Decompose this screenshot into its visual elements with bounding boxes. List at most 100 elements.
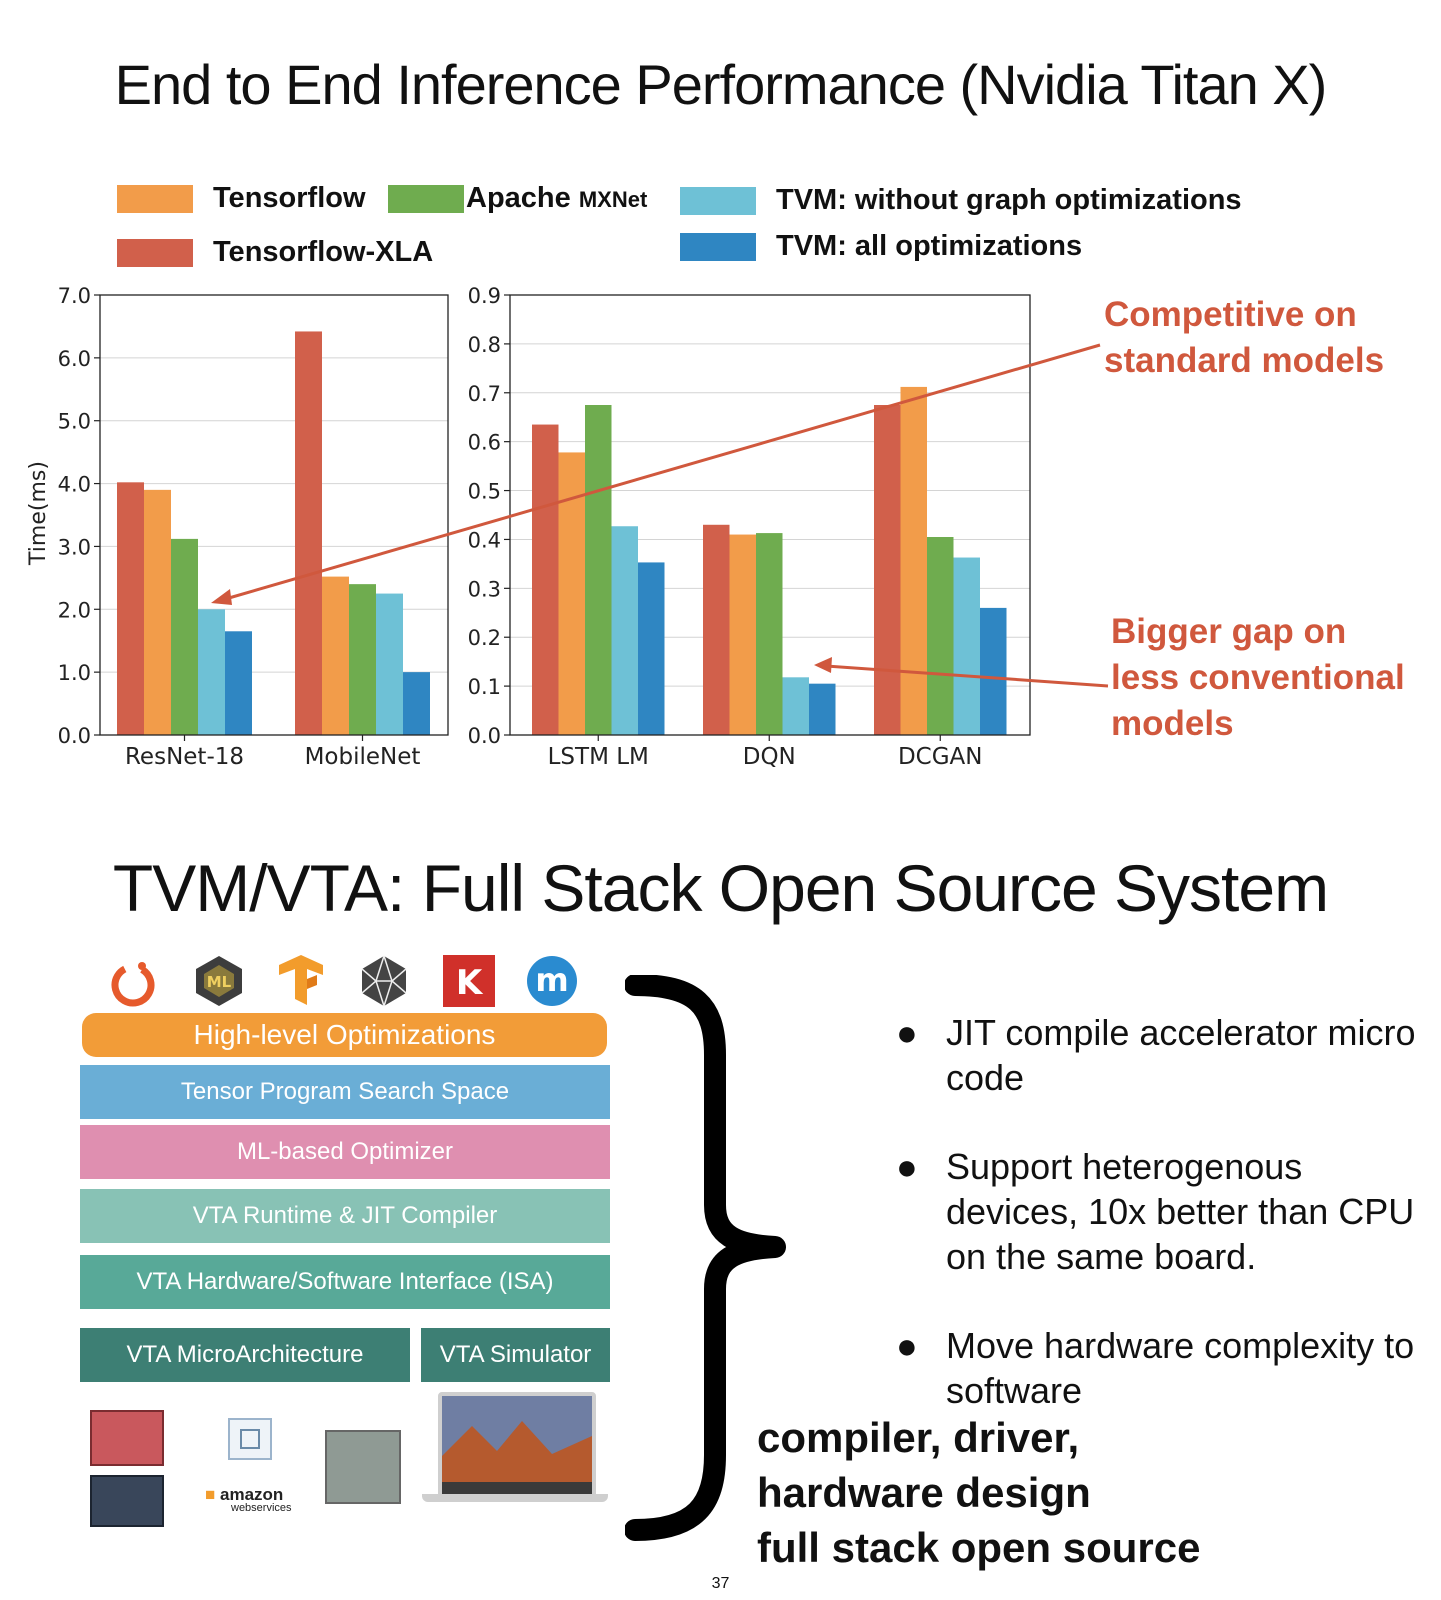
chip-icon <box>228 1418 272 1460</box>
bar <box>585 405 612 735</box>
bar <box>927 537 954 735</box>
y-tick-label: 0.0 <box>58 724 91 748</box>
vta-isa: VTA Hardware/Software Interface (ISA) <box>80 1255 610 1309</box>
bar <box>117 482 144 735</box>
bar <box>756 533 783 735</box>
tensorflow-icon <box>272 952 330 1010</box>
legend-swatch <box>680 186 756 215</box>
fpga-board-image <box>90 1410 164 1466</box>
arrow-competitive <box>221 343 1101 602</box>
arrow-bigger-gap-head <box>814 657 832 673</box>
arrow-bigger-gap <box>825 664 1109 688</box>
mxnet-icon: m <box>523 952 581 1010</box>
keras-icon: K <box>440 952 498 1010</box>
bar <box>225 631 252 735</box>
y-tick-label: 0.7 <box>468 382 501 406</box>
x-tick-label: DQN <box>743 744 796 770</box>
bar <box>729 534 756 735</box>
x-tick-label: DCGAN <box>898 744 983 770</box>
bar <box>349 584 376 735</box>
y-tick-label: 5.0 <box>58 410 91 434</box>
ultra96-board-image <box>90 1475 164 1527</box>
vta-microarchitecture: VTA MicroArchitecture <box>80 1328 410 1382</box>
legend-label: TVM: all optimizations <box>776 230 1083 262</box>
legend-item-tensorflow: Tensorflow <box>117 182 366 215</box>
y-tick-label: 1.0 <box>58 661 91 685</box>
legend-item-xla: Tensorflow-XLA <box>117 236 433 269</box>
y-tick-label: 0.5 <box>468 480 501 504</box>
bullet-item: ●JIT compile accelerator micro code <box>896 1012 1416 1098</box>
bar <box>295 331 322 735</box>
bottom-summary: compiler, driver, hardware design full s… <box>757 1414 1201 1571</box>
curly-brace <box>625 975 786 1541</box>
x-tick-label: ResNet-18 <box>125 744 244 770</box>
legend-swatch <box>117 238 193 267</box>
legend-label: Tensorflow-XLA <box>213 236 434 268</box>
section-title: TVM/VTA: Full Stack Open Source System <box>112 851 1329 925</box>
ml-based-optimizer: ML-based Optimizer <box>80 1125 610 1179</box>
legend-swatch <box>680 232 756 261</box>
onnx-icon <box>355 952 413 1010</box>
aws-logo: ■ amazon webservices <box>205 1485 292 1514</box>
legend-item-tvm-all: TVM: all optimizations <box>680 230 1082 263</box>
bar <box>703 524 730 735</box>
coreml-icon: ML <box>190 952 248 1010</box>
bar <box>809 683 836 735</box>
bullet-item: ●Move hardware complexity to software <box>896 1325 1415 1411</box>
annotation-arrows <box>211 343 1109 688</box>
high-level-optimizations: High-level Optimizations <box>82 1013 607 1057</box>
bar <box>638 562 665 735</box>
legend-label: Tensorflow <box>213 182 366 214</box>
y-tick-label: 3.0 <box>58 535 91 559</box>
asic-die-image <box>325 1430 401 1504</box>
bar <box>322 576 349 735</box>
bar <box>198 609 225 735</box>
pytorch-icon <box>104 952 162 1010</box>
tensor-program-search-space: Tensor Program Search Space <box>80 1065 610 1119</box>
legend-label: TVM: without graph optimizations <box>776 184 1242 216</box>
legend-item-mxnet: Apache MXNet <box>388 182 647 215</box>
annotation-bigger-gap: Bigger gap on less conventional models <box>1111 612 1405 743</box>
page-title: End to End Inference Performance (Nvidia… <box>114 53 1328 116</box>
y-tick-label: 4.0 <box>58 473 91 497</box>
legend-swatch <box>117 184 193 213</box>
laptop-base <box>422 1494 608 1502</box>
y-tick-label: 0.9 <box>468 284 501 308</box>
y-tick-label: 0.3 <box>468 577 501 601</box>
laptop-icon <box>438 1392 596 1498</box>
y-tick-label: 0.8 <box>468 333 501 357</box>
annotation-competitive: Competitive on standard models <box>1104 295 1385 380</box>
y-tick-label: 0.6 <box>468 431 501 455</box>
legend-label: Apache MXNet <box>466 182 648 214</box>
svg-text:ML: ML <box>207 973 232 991</box>
y-tick-label: 0.4 <box>468 528 501 552</box>
bar <box>144 489 171 735</box>
bar <box>980 607 1007 735</box>
bullet-list: ●JIT compile accelerator micro code ●Sup… <box>896 1010 1430 1457</box>
x-tick-label: MobileNet <box>305 744 421 770</box>
bullet-item: ●Support heterogenous devices, 10x bette… <box>896 1146 1415 1277</box>
bar <box>376 593 403 735</box>
bar <box>171 538 198 735</box>
bar <box>611 526 638 735</box>
bar <box>953 557 980 735</box>
page-number: 37 <box>711 1575 730 1592</box>
y-axis-label: Time(ms) <box>26 461 51 566</box>
y-tick-label: 0.0 <box>468 724 501 748</box>
vta-runtime-jit-compiler: VTA Runtime & JIT Compiler <box>80 1189 610 1243</box>
bar <box>874 405 901 735</box>
y-tick-label: 7.0 <box>58 284 91 308</box>
arrow-competitive-head <box>211 589 232 605</box>
bar <box>782 677 809 735</box>
x-tick-label: LSTM LM <box>548 744 649 770</box>
bar <box>532 424 559 735</box>
y-tick-label: 6.0 <box>58 347 91 371</box>
vta-simulator: VTA Simulator <box>421 1328 610 1382</box>
svg-text:K: K <box>456 963 484 1003</box>
y-tick-label: 0.1 <box>468 675 501 699</box>
y-tick-label: 2.0 <box>58 598 91 622</box>
svg-text:m: m <box>535 961 568 999</box>
plot-frame <box>99 294 449 736</box>
